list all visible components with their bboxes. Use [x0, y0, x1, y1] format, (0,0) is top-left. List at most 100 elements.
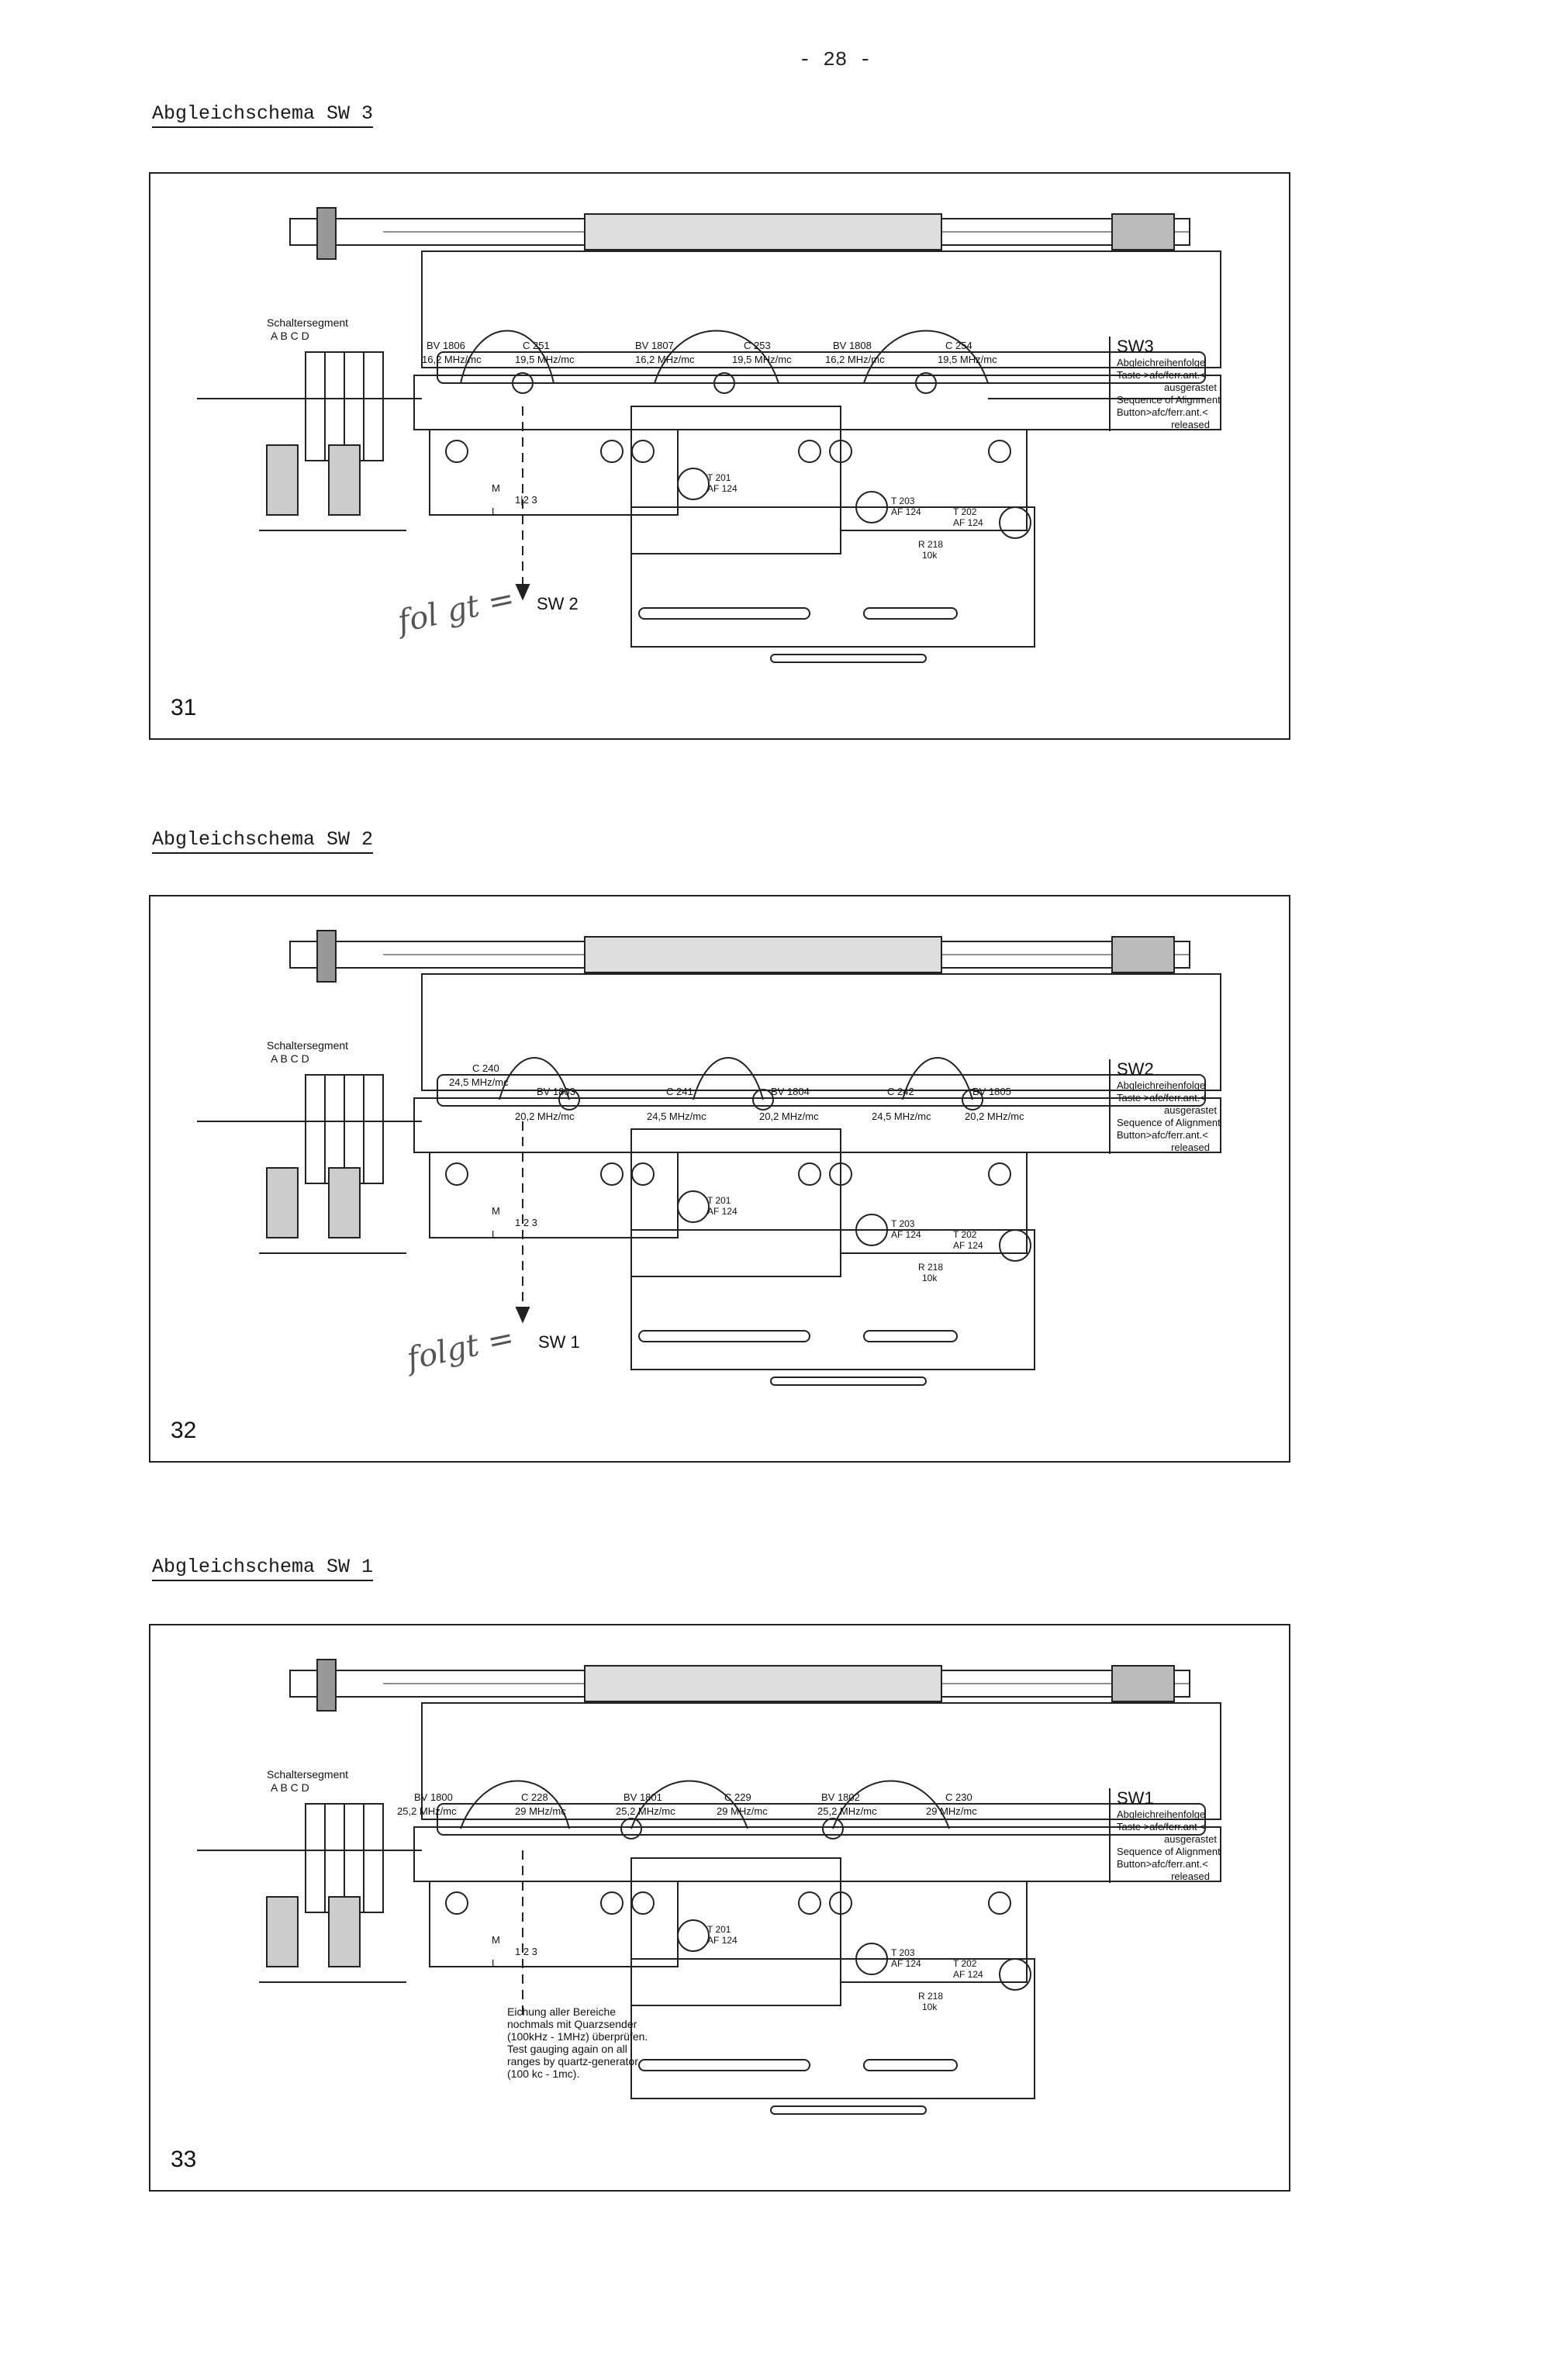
align-ref-6: C 230: [945, 1791, 972, 1803]
chassis-drawing: Schaltersegment A B C D T 201 AF 124 T 2…: [197, 930, 1221, 1386]
switch-m: M: [492, 482, 500, 494]
t201-label: T 201: [707, 1924, 731, 1935]
note-line: nochmals mit Quarzsender: [507, 2018, 637, 2030]
legend-line: ausgerastet: [1164, 1104, 1217, 1116]
alignment-arc-1: [460, 330, 554, 384]
t203-type: AF 124: [891, 506, 921, 517]
t203-type: AF 124: [891, 1958, 921, 1969]
align-ref-2: C 228: [521, 1791, 548, 1803]
align-ref-1: C 240: [472, 1062, 499, 1074]
t201-can: [677, 468, 710, 500]
align-freq-3: 16,2 MHz/mc: [635, 354, 695, 365]
alignment-legend: SW2 Abgleichreihenfolge Taste >afc/ferr.…: [1109, 1059, 1264, 1154]
legend-line: ausgerastet: [1164, 382, 1217, 393]
align-ref-5: C 242: [887, 1086, 914, 1097]
align-ref-3: BV 1801: [624, 1791, 662, 1803]
switch-block: [429, 429, 679, 516]
legend-line: released: [1171, 1870, 1210, 1882]
r218-value: 10k: [922, 2002, 938, 2012]
align-freq-3: 25,2 MHz/mc: [616, 1805, 675, 1817]
alignment-legend: SW3 Abgleichreihenfolge Taste >afc/ferr.…: [1109, 337, 1264, 431]
align-ref-5: BV 1808: [833, 340, 872, 351]
legend-line: Button>afc/ferr.ant.<: [1117, 1129, 1208, 1141]
segment-letters: A B C D: [271, 1781, 309, 1794]
align-freq-2: 29 MHz/mc: [515, 1805, 566, 1817]
legend-line: released: [1171, 1142, 1210, 1153]
diagram-panel-sw2: Schaltersegment A B C D T 201 AF 124 T 2…: [149, 895, 1290, 1463]
align-freq-5: 24,5 MHz/mc: [872, 1111, 931, 1122]
figure-number: 31: [171, 695, 197, 720]
note-line: ranges by quartz-generator: [507, 2055, 638, 2067]
align-ref-1: BV 1800: [414, 1791, 453, 1803]
section-title-sw1: Abgleichschema SW 1: [152, 1556, 374, 1581]
switch-digits: 1|2 3: [515, 494, 537, 506]
legend-line: Abgleichreihenfolge: [1117, 1808, 1206, 1820]
next-band-label: SW 1: [538, 1332, 580, 1352]
alignment-arc-3: [863, 330, 989, 384]
switch-l: L: [492, 1957, 497, 1969]
t203-type: AF 124: [891, 1229, 921, 1240]
align-freq-6: 19,5 MHz/mc: [938, 354, 997, 365]
align-freq-1: 25,2 MHz/mc: [397, 1805, 457, 1817]
align-freq-1: 24,5 MHz/mc: [449, 1076, 509, 1088]
figure-number: 32: [171, 1418, 197, 1443]
chassis-frame: [421, 250, 1221, 368]
alignment-legend: SW1 Abgleichreihenfolge Taste >afc/ferr.…: [1109, 1788, 1264, 1883]
t203-label: T 203: [891, 496, 915, 506]
note-line: (100 kc - 1mc).: [507, 2067, 580, 2080]
t201-type: AF 124: [707, 483, 738, 494]
page-number: - 28 -: [799, 48, 872, 71]
align-ref-4: C 253: [744, 340, 771, 351]
legend-band: SW2: [1117, 1059, 1154, 1079]
t203-label: T 203: [891, 1218, 915, 1229]
align-freq-2: 19,5 MHz/mc: [515, 354, 575, 365]
align-ref-1: BV 1806: [427, 340, 465, 351]
align-freq-1: 16,2 MHz/mc: [422, 354, 482, 365]
calibration-note: Eichung aller Bereiche nochmals mit Quar…: [507, 2005, 709, 2080]
t202-type: AF 124: [953, 517, 983, 528]
t203-can: [855, 491, 888, 523]
legend-line: Taste >afc/ferr.ant.<: [1117, 1092, 1206, 1104]
r218-label: R 218: [918, 539, 943, 550]
legend-line: Taste >afc/ferr.ant.<: [1117, 369, 1206, 381]
legend-band: SW3: [1117, 337, 1154, 356]
align-freq-4: 19,5 MHz/mc: [732, 354, 792, 365]
align-ref-3: C 241: [666, 1086, 693, 1097]
legend-line: Taste >afc/ferr.ant <: [1117, 1821, 1206, 1832]
t201-type: AF 124: [707, 1206, 738, 1217]
legend-line: Sequence of Alignment: [1117, 394, 1221, 406]
legend-line: Sequence of Alignment: [1117, 1117, 1221, 1128]
trimmer-1: [512, 372, 534, 394]
chassis-drawing: Schaltersegment A B C D T 201 AF 124 T 2…: [197, 207, 1221, 663]
align-freq-6: 29 MHz/mc: [926, 1805, 977, 1817]
chassis-drawing: Schaltersegment A B C D T 201 AF 124 T 2…: [197, 1659, 1221, 2115]
switch-segment-label: Schaltersegment: [267, 1039, 348, 1052]
t201-label: T 201: [707, 472, 731, 483]
alignment-arc-2: [654, 330, 779, 384]
t201-label: T 201: [707, 1195, 731, 1206]
align-freq-4: 29 MHz/mc: [717, 1805, 768, 1817]
align-ref-2: BV 1803: [537, 1086, 575, 1097]
figure-number: 33: [171, 2147, 197, 2172]
align-ref-4: C 229: [724, 1791, 751, 1803]
align-freq-6: 20,2 MHz/mc: [965, 1111, 1024, 1122]
legend-line: Abgleichreihenfolge: [1117, 1079, 1206, 1091]
switch-digits: 1 2 3: [515, 1217, 537, 1228]
diagram-panel-sw3: Schaltersegment A B C D T 201 AF 124 T 2…: [149, 172, 1290, 740]
lower-board: [630, 506, 1035, 648]
r218-label: R 218: [918, 1262, 943, 1273]
r218-value: 10k: [922, 550, 938, 561]
switch-m: M: [492, 1205, 500, 1217]
align-ref-6: C 254: [945, 340, 972, 351]
switch-segment-label: Schaltersegment: [267, 1768, 348, 1781]
section-title-sw3: Abgleichschema SW 3: [152, 102, 374, 128]
switch-l: L: [492, 506, 497, 517]
align-ref-4: BV 1804: [771, 1086, 810, 1097]
segment-letters: A B C D: [271, 330, 309, 342]
align-ref-3: BV 1807: [635, 340, 674, 351]
t202-type: AF 124: [953, 1240, 983, 1251]
trimmer-3: [915, 372, 937, 394]
t203-label: T 203: [891, 1947, 915, 1958]
align-freq-5: 16,2 MHz/mc: [825, 354, 885, 365]
legend-band: SW1: [1117, 1788, 1154, 1808]
